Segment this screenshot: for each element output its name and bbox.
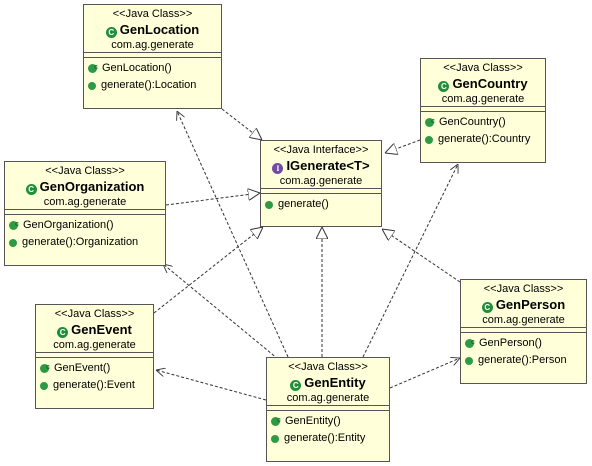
constructor-item: GenEntity() [271,412,389,430]
package-label: com.ag.generate [286,392,370,404]
package-label: com.ag.generate [441,93,525,105]
package-label: com.ag.generate [111,39,194,51]
method-item: generate() [265,196,381,213]
package-label: com.ag.generate [279,175,363,187]
attributes-compartment [84,52,221,57]
attributes-compartment [36,352,153,357]
stereotype-label: <<Java Class>> [443,62,523,74]
package-label: com.ag.generate [53,339,136,351]
operations-compartment: GenCountry() generate():Country [421,111,545,148]
realization-genevent [153,227,263,314]
constructor-icon [88,59,98,76]
operations-compartment: GenEvent() generate():Event [36,357,153,394]
constructor-icon [425,113,435,130]
method-item: generate():Entity [271,430,389,447]
public-method-icon [9,238,17,247]
interface-icon: I [272,163,284,174]
stereotype-label: <<Java Class>> [483,283,564,295]
constructor-icon [465,334,475,351]
dependency-genentity-gencountry [362,164,458,358]
attributes-compartment [267,405,389,410]
public-method-icon [88,81,96,90]
attributes-compartment [5,209,165,214]
method-item: generate():Country [425,131,545,148]
package-label: com.ag.generate [43,196,127,208]
constructor-icon [40,359,50,376]
constructor-item: GenOrganization() [9,216,165,234]
dependency-genentity-genperson [389,358,460,389]
package-label: com.ag.generate [482,314,565,326]
method-item: generate():Event [40,377,153,394]
operations-compartment: generate() [261,193,381,213]
constructor-item: GenLocation() [88,59,221,77]
attributes-compartment [421,106,545,111]
stereotype-label: <<Java Class>> [54,308,135,320]
method-item: generate():Location [88,77,221,94]
operations-compartment: GenLocation() generate():Location [84,57,221,94]
public-method-icon [465,356,473,365]
class-icon: C [438,81,450,92]
attributes-compartment [261,188,381,193]
class-icon: C [481,302,493,313]
constructor-item: GenCountry() [425,113,545,131]
realization-genorganization [165,193,260,206]
constructor-item: GenEvent() [40,359,153,377]
class-icon: C [105,27,117,38]
operations-compartment: GenEntity() generate():Entity [267,410,389,447]
realization-genlocation [221,108,262,140]
class-icon: C [290,380,302,391]
constructor-icon [271,412,281,429]
constructor-icon [9,216,19,233]
constructor-item: GenPerson() [465,334,586,352]
dependency-genentity-genorganization [163,264,279,360]
realization-genperson [382,229,461,283]
stereotype-label: <<Java Class>> [288,361,368,373]
stereotype-label: <<Java Interface>> [273,144,369,156]
realization-gencountry [385,139,421,153]
stereotype-label: <<Java Class>> [45,165,125,177]
public-method-icon [425,135,433,144]
class-icon: C [57,327,69,338]
operations-compartment: GenPerson() generate():Person [461,332,586,369]
stereotype-label: <<Java Class>> [112,8,193,20]
public-method-icon [265,200,273,209]
operations-compartment: GenOrganization() generate():Organizatio… [5,214,165,251]
dependency-genentity-genevent [156,370,267,401]
class-icon: C [25,184,37,195]
public-method-icon [271,434,279,443]
attributes-compartment [461,327,586,332]
public-method-icon [40,381,48,390]
method-item: generate():Person [465,352,586,369]
method-item: generate():Organization [9,234,165,251]
